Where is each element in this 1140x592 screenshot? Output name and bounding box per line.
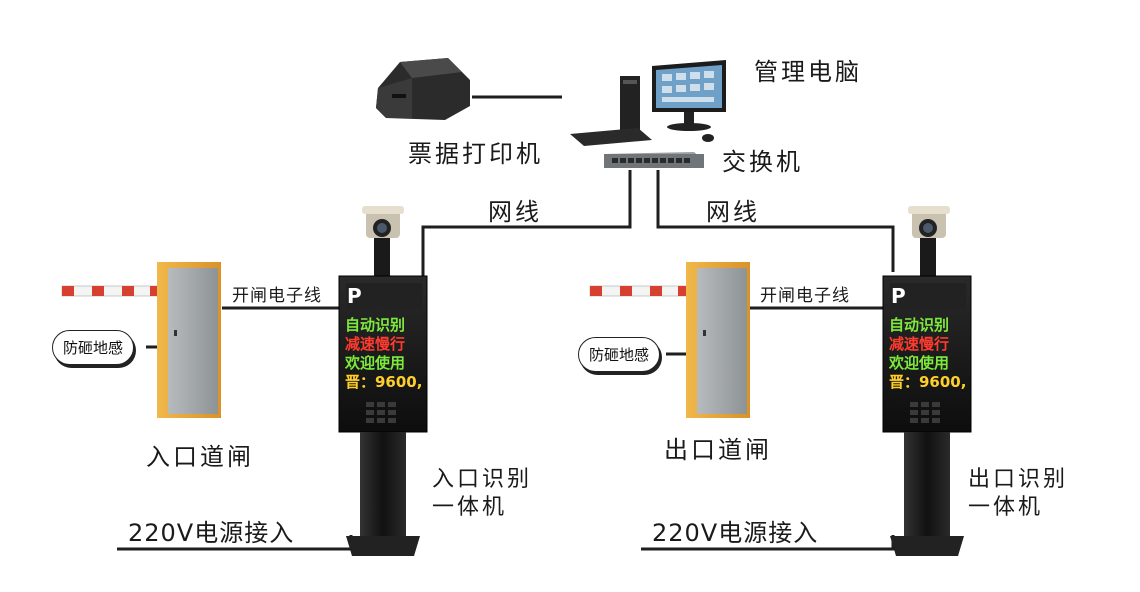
exit-recognition-unit	[882, 206, 972, 556]
exit-unit-label-line2: 一体机	[968, 495, 1044, 520]
receipt-printer-label: 票据打印机	[408, 140, 543, 168]
network-switch-icon	[604, 152, 704, 168]
receipt-printer-icon	[376, 58, 470, 120]
entry-barrier-arm	[61, 285, 163, 297]
network-line-right	[656, 170, 895, 272]
anti-smash-sensor-right: 防砸地感	[578, 337, 661, 372]
entry-parking-logo: P	[347, 284, 362, 308]
entry-unit-label: 入口识别 一体机	[432, 466, 532, 522]
switch-label: 交换机	[722, 148, 803, 176]
exit-barrier-gate	[589, 262, 750, 418]
anti-smash-sensor-left: 防砸地感	[52, 330, 135, 365]
exit-led-line3: 欢迎使用	[889, 354, 950, 372]
exit-camera-icon	[908, 206, 950, 278]
entry-recognition-unit	[338, 206, 428, 556]
entry-barrier-label: 入口道闸	[146, 443, 254, 471]
entry-led-display: 自动识别 减速慢行 欢迎使用 晋：9600,	[345, 316, 422, 392]
entry-led-line3: 欢迎使用	[345, 354, 406, 372]
exit-led-display: 自动识别 减速慢行 欢迎使用 晋：9600,	[889, 316, 966, 392]
gate-cable-label-left: 开闸电子线	[232, 286, 322, 306]
exit-barrier-label: 出口道闸	[664, 436, 772, 464]
management-pc-icon	[570, 60, 726, 146]
entry-camera-icon	[362, 206, 404, 278]
exit-parking-logo: P	[891, 284, 906, 308]
network-cable-label-left: 网线	[488, 198, 542, 226]
gate-cable-label-right: 开闸电子线	[760, 286, 850, 306]
management-pc-label: 管理电脑	[754, 58, 862, 86]
exit-barrier-arm	[589, 285, 691, 297]
entry-unit-label-line1: 入口识别	[432, 467, 533, 492]
exit-led-line1: 自动识别	[889, 316, 950, 334]
exit-unit-label: 出口识别 一体机	[968, 466, 1068, 522]
entry-led-line1: 自动识别	[345, 316, 406, 334]
exit-led-line2: 减速慢行	[889, 335, 950, 353]
entry-led-line2: 减速慢行	[345, 335, 406, 353]
exit-led-line4: 晋：9600,	[889, 373, 967, 391]
power-input-label-left: 220V电源接入	[128, 519, 295, 547]
exit-unit-label-line1: 出口识别	[968, 467, 1069, 492]
entry-unit-label-line2: 一体机	[432, 495, 508, 520]
power-input-label-right: 220V电源接入	[652, 519, 819, 547]
network-cable-label-right: 网线	[706, 198, 760, 226]
network-line-left	[421, 170, 632, 276]
entry-led-line4: 晋：9600,	[345, 373, 423, 391]
entry-barrier-gate	[61, 262, 221, 418]
